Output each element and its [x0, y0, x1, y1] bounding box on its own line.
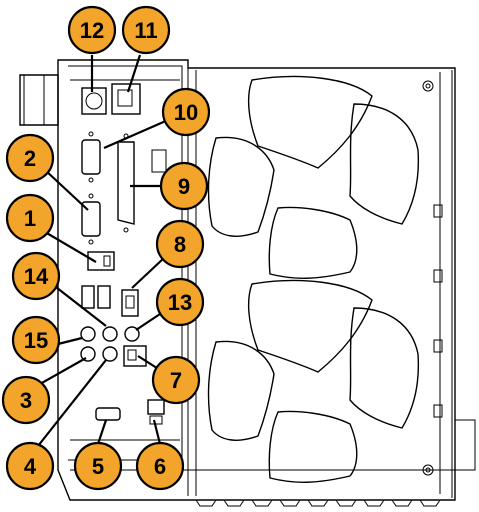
callout-label: 9: [178, 174, 190, 199]
callout-13: 13: [157, 279, 203, 325]
callout-badges: 12 11 10 2 9 1: [3, 7, 209, 489]
callout-label: 10: [174, 100, 198, 125]
callout-7: 7: [153, 357, 199, 403]
callout-label: 3: [20, 388, 32, 413]
callout-label: 12: [80, 18, 104, 43]
callout-14: 14: [13, 253, 59, 299]
callout-9: 9: [161, 163, 207, 209]
callout-label: 11: [134, 18, 157, 43]
callout-label: 14: [24, 264, 49, 289]
callout-11: 11: [123, 7, 169, 53]
callout-15: 15: [13, 317, 59, 363]
callout-label: 2: [24, 146, 36, 171]
rj45-port-icon: [124, 346, 146, 366]
callout-5: 5: [75, 443, 121, 489]
callout-2: 2: [7, 135, 53, 181]
callout-label: 15: [24, 328, 48, 353]
db9-connector-icon: [82, 132, 100, 182]
fan-grille-icon: [209, 77, 419, 279]
callout-4: 4: [7, 443, 53, 489]
ps2-port-icon: [112, 84, 140, 114]
db9-connector-icon: [82, 194, 100, 244]
fan-grille-icon: [209, 281, 419, 483]
callout-12: 12: [69, 7, 115, 53]
dsub-connector-icon: [118, 134, 134, 232]
usb-port-icon: [82, 286, 110, 308]
callout-label: 8: [174, 232, 186, 257]
callout-label: 1: [24, 206, 36, 231]
callout-label: 7: [170, 368, 182, 393]
ps2-port-icon: [82, 88, 106, 114]
audio-jack-icon: [81, 327, 139, 361]
callout-label: 13: [168, 290, 192, 315]
callout-3: 3: [3, 377, 49, 423]
callout-label: 5: [92, 454, 104, 479]
callout-10: 10: [163, 89, 209, 135]
rj45-port-icon: [88, 252, 114, 270]
callout-label: 6: [154, 454, 166, 479]
callout-label: 4: [24, 454, 37, 479]
callout-1: 1: [7, 195, 53, 241]
callout-6: 6: [137, 443, 183, 489]
callout-8: 8: [157, 221, 203, 267]
